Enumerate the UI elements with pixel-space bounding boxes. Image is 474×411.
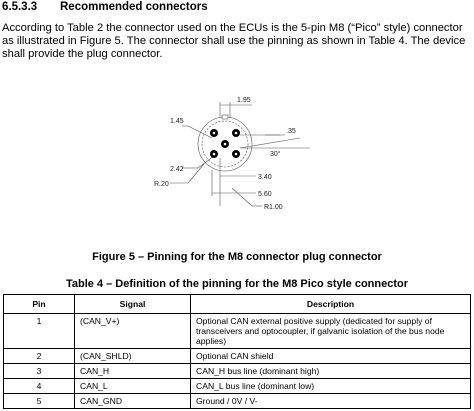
pin-cell: 2 — [3, 348, 75, 364]
section-number: 6.5.3.3 — [2, 1, 38, 13]
signal-cell: (CAN_V+) — [74, 313, 191, 349]
header-pin: Pin — [3, 294, 75, 314]
table-header-row: Pin Signal Description — [3, 294, 471, 314]
header-description: Description — [190, 294, 471, 314]
connector-figure: 1.95 1.45 .35 30° 2.42 R.20 3.40 5.60 R1… — [140, 88, 340, 233]
signal-cell: CAN_L — [74, 378, 191, 394]
dim-3-40: 3.40 — [258, 174, 272, 181]
dim-30-deg: 30° — [270, 150, 281, 158]
dim-5-60: 5.60 — [258, 191, 272, 198]
table-row: 2 (CAN_SHLD) Optional CAN shield — [3, 348, 471, 364]
dim-1-95: 1.95 — [237, 97, 251, 104]
table-row: 4 CAN_L CAN_L bus line (dominant low) — [3, 378, 471, 394]
pin-cell: 5 — [3, 393, 75, 409]
section-heading: 6.5.3.3 Recommended connectors — [2, 1, 208, 13]
intro-paragraph: According to Table 2 the connector used … — [2, 22, 466, 60]
table-row: 3 CAN_H CAN_H bus line (dominant high) — [3, 363, 471, 379]
description-cell: CAN_H bus line (dominant high) — [190, 363, 471, 379]
connector-drawing: 1.95 1.45 .35 30° 2.42 R.20 3.40 5.60 R1… — [154, 97, 310, 211]
pin-cell: 1 — [3, 313, 75, 349]
signal-cell: CAN_GND — [74, 393, 191, 409]
dim-2-42: 2.42 — [170, 166, 184, 173]
table-row: 5 CAN_GND Ground / 0V / V- — [3, 393, 471, 409]
signal-cell: (CAN_SHLD) — [74, 348, 191, 364]
dim-r-1-00: R1.00 — [264, 204, 283, 211]
signal-cell: CAN_H — [74, 363, 191, 379]
section-title: Recommended connectors — [60, 1, 208, 13]
description-cell: CAN_L bus line (dominant low) — [190, 378, 471, 394]
pin-cell: 3 — [3, 363, 75, 379]
table-row: 1 (CAN_V+) Optional CAN external positiv… — [3, 313, 471, 349]
header-signal: Signal — [74, 294, 191, 314]
figure-caption: Figure 5 – Pinning for the M8 connector … — [92, 251, 382, 263]
dim-0-35: .35 — [286, 128, 296, 135]
table-caption: Table 4 – Definition of the pinning for … — [65, 278, 409, 290]
description-cell: Optional CAN shield — [190, 348, 471, 364]
dim-1-45: 1.45 — [170, 118, 184, 125]
dim-r-0-20: R.20 — [154, 181, 169, 188]
pin-cell: 4 — [3, 378, 75, 394]
description-cell: Optional CAN external positive supply (d… — [190, 313, 471, 349]
description-cell: Ground / 0V / V- — [190, 393, 471, 409]
pinning-table: Pin Signal Description 1 (CAN_V+) Option… — [3, 294, 471, 409]
